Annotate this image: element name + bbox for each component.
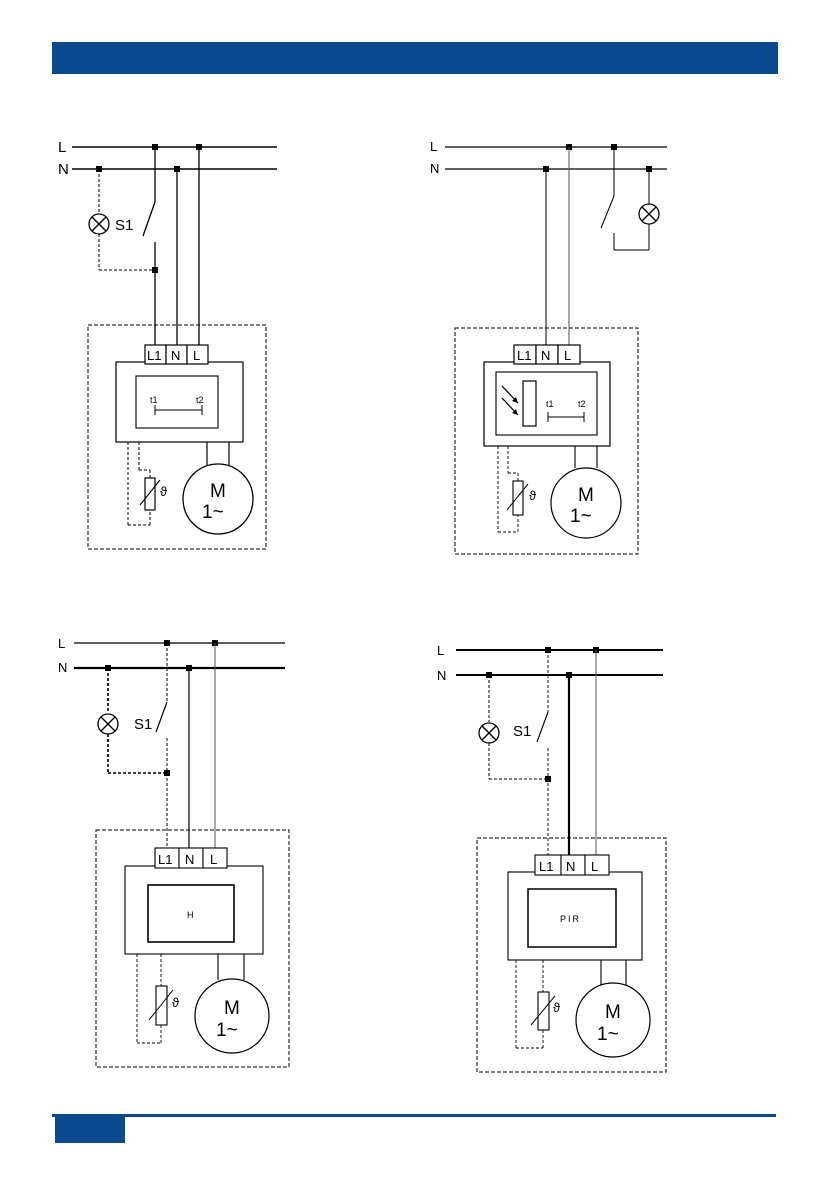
motor-sub: 1~ xyxy=(202,502,224,523)
terminal-l1: L1 xyxy=(539,859,553,874)
module-label: PIR xyxy=(560,914,581,924)
timer-t2: t2 xyxy=(196,395,204,405)
line-l-label: L xyxy=(430,139,437,154)
lamp-icon xyxy=(98,714,118,734)
line-n-label: N xyxy=(430,161,439,176)
terminal-l: L xyxy=(210,852,217,867)
sensor-symbol: ϑ xyxy=(160,484,168,499)
lamp-icon xyxy=(479,723,499,743)
sensor-symbol: ϑ xyxy=(553,1000,561,1015)
terminal-l1: L1 xyxy=(158,852,172,867)
diagram-3: L N S1 L1 N L H ϑ xyxy=(58,636,289,1067)
motor-label: M xyxy=(224,998,240,1019)
line-l-label: L xyxy=(58,636,65,651)
motor-label: M xyxy=(210,481,226,502)
switch-label: S1 xyxy=(115,217,133,234)
thermistor-icon xyxy=(513,481,523,515)
thermistor-icon xyxy=(538,992,549,1030)
terminal-n: N xyxy=(171,348,180,363)
terminal-n: N xyxy=(566,859,575,874)
switch-icon xyxy=(143,202,155,236)
line-l-label: L xyxy=(58,139,66,156)
switch-label: S1 xyxy=(513,723,531,740)
diagram-2: L N L1 N L t1 t2 xyxy=(430,139,667,554)
thermistor-icon xyxy=(145,478,155,510)
terminal-l1: L1 xyxy=(517,348,531,363)
photocell-icon xyxy=(523,381,536,426)
motor-label: M xyxy=(605,1002,621,1023)
switch-label: S1 xyxy=(134,716,152,733)
module-label: H xyxy=(187,910,194,920)
motor-label: M xyxy=(578,485,594,506)
motor-sub: 1~ xyxy=(216,1020,238,1041)
line-n-label: N xyxy=(58,660,67,675)
motor-sub: 1~ xyxy=(570,506,592,527)
line-n-label: N xyxy=(437,668,446,683)
diagram-1: L N S1 L1 N L t1 t2 xyxy=(58,139,277,549)
thermistor-icon xyxy=(156,986,167,1025)
controller-box xyxy=(125,866,263,954)
terminal-l: L xyxy=(591,859,598,874)
terminal-l1: L1 xyxy=(147,348,161,363)
lamp-icon xyxy=(639,204,659,224)
timer-t2: t2 xyxy=(578,399,586,409)
line-n-label: N xyxy=(58,161,69,178)
switch-icon xyxy=(156,702,167,732)
controller-box xyxy=(116,362,243,442)
footer-page-tab xyxy=(55,1116,125,1143)
timer-box xyxy=(136,376,218,428)
sensor-symbol: ϑ xyxy=(172,995,180,1010)
switch-icon xyxy=(537,712,548,742)
sensor-symbol: ϑ xyxy=(529,488,537,503)
switch-icon xyxy=(601,196,614,228)
line-l-label: L xyxy=(437,643,444,658)
terminal-n: N xyxy=(541,348,550,363)
timer-t1: t1 xyxy=(150,395,158,405)
diagram-4: L N S1 L1 N L PIR ϑ xyxy=(437,643,666,1072)
terminal-n: N xyxy=(185,852,194,867)
timer-t1: t1 xyxy=(546,399,554,409)
footer-line xyxy=(52,1114,776,1117)
terminal-l: L xyxy=(564,348,571,363)
lamp-icon xyxy=(89,214,109,234)
motor-sub: 1~ xyxy=(597,1024,619,1045)
terminal-l: L xyxy=(193,348,200,363)
